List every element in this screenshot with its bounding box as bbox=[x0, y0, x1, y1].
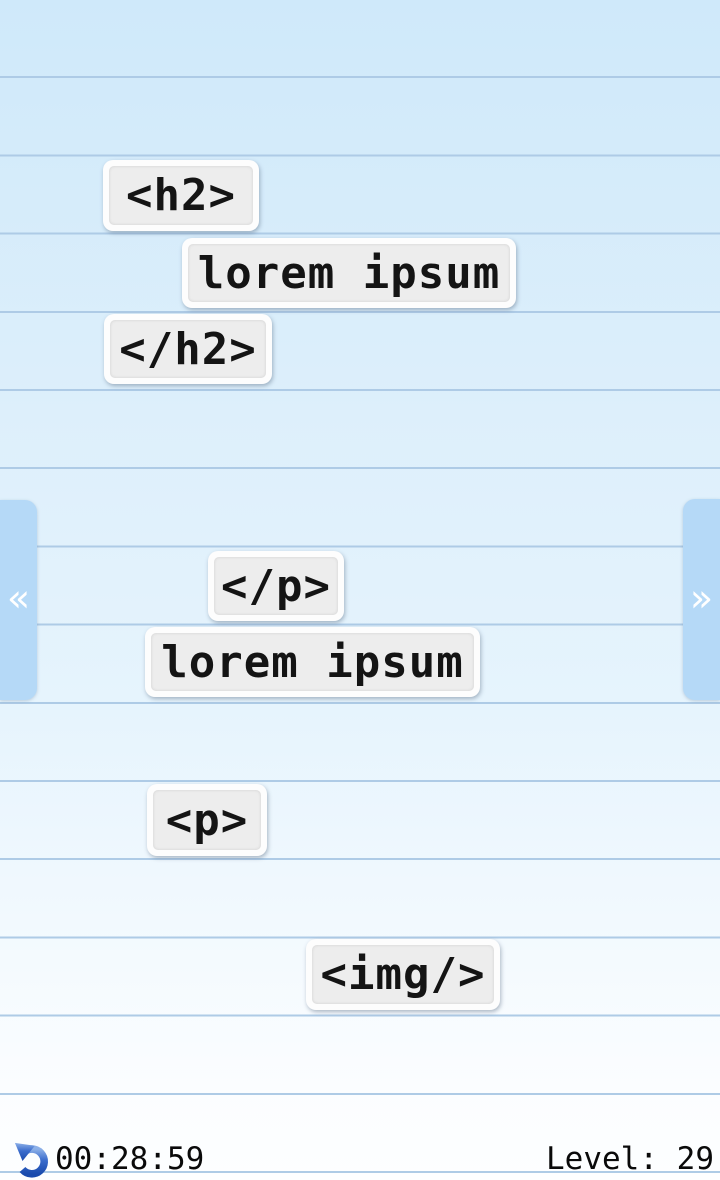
level-indicator: Level: 29 bbox=[546, 1141, 714, 1177]
tag-tile[interactable]: </h2> bbox=[104, 314, 272, 384]
tag-tile[interactable]: <h2> bbox=[103, 160, 259, 231]
tag-tile-label: </h2> bbox=[110, 320, 266, 378]
undo-icon[interactable] bbox=[13, 1141, 51, 1179]
tag-tile[interactable]: </p> bbox=[208, 551, 344, 621]
tag-tile-label: <h2> bbox=[109, 166, 253, 225]
tag-tile-label: lorem ipsum bbox=[151, 633, 474, 691]
tag-tile[interactable]: lorem ipsum bbox=[145, 627, 480, 697]
tag-tile[interactable]: <p> bbox=[147, 784, 267, 856]
timer-display: 00:28:59 bbox=[55, 1141, 205, 1177]
tag-tile-label: lorem ipsum bbox=[188, 244, 510, 302]
tag-tile-label: <img/> bbox=[312, 945, 494, 1004]
status-bar: 00:28:59 Level: 29 bbox=[0, 1138, 720, 1180]
chevron-right-icon: » bbox=[689, 575, 714, 620]
tag-tile[interactable]: lorem ipsum bbox=[182, 238, 516, 308]
chevron-left-icon: « bbox=[6, 576, 31, 620]
tag-tile-label: <p> bbox=[153, 790, 261, 850]
next-level-button[interactable]: » bbox=[683, 499, 720, 700]
prev-level-button[interactable]: « bbox=[0, 500, 37, 700]
tag-tile-label: </p> bbox=[214, 557, 338, 615]
tag-tile[interactable]: <img/> bbox=[306, 939, 500, 1010]
